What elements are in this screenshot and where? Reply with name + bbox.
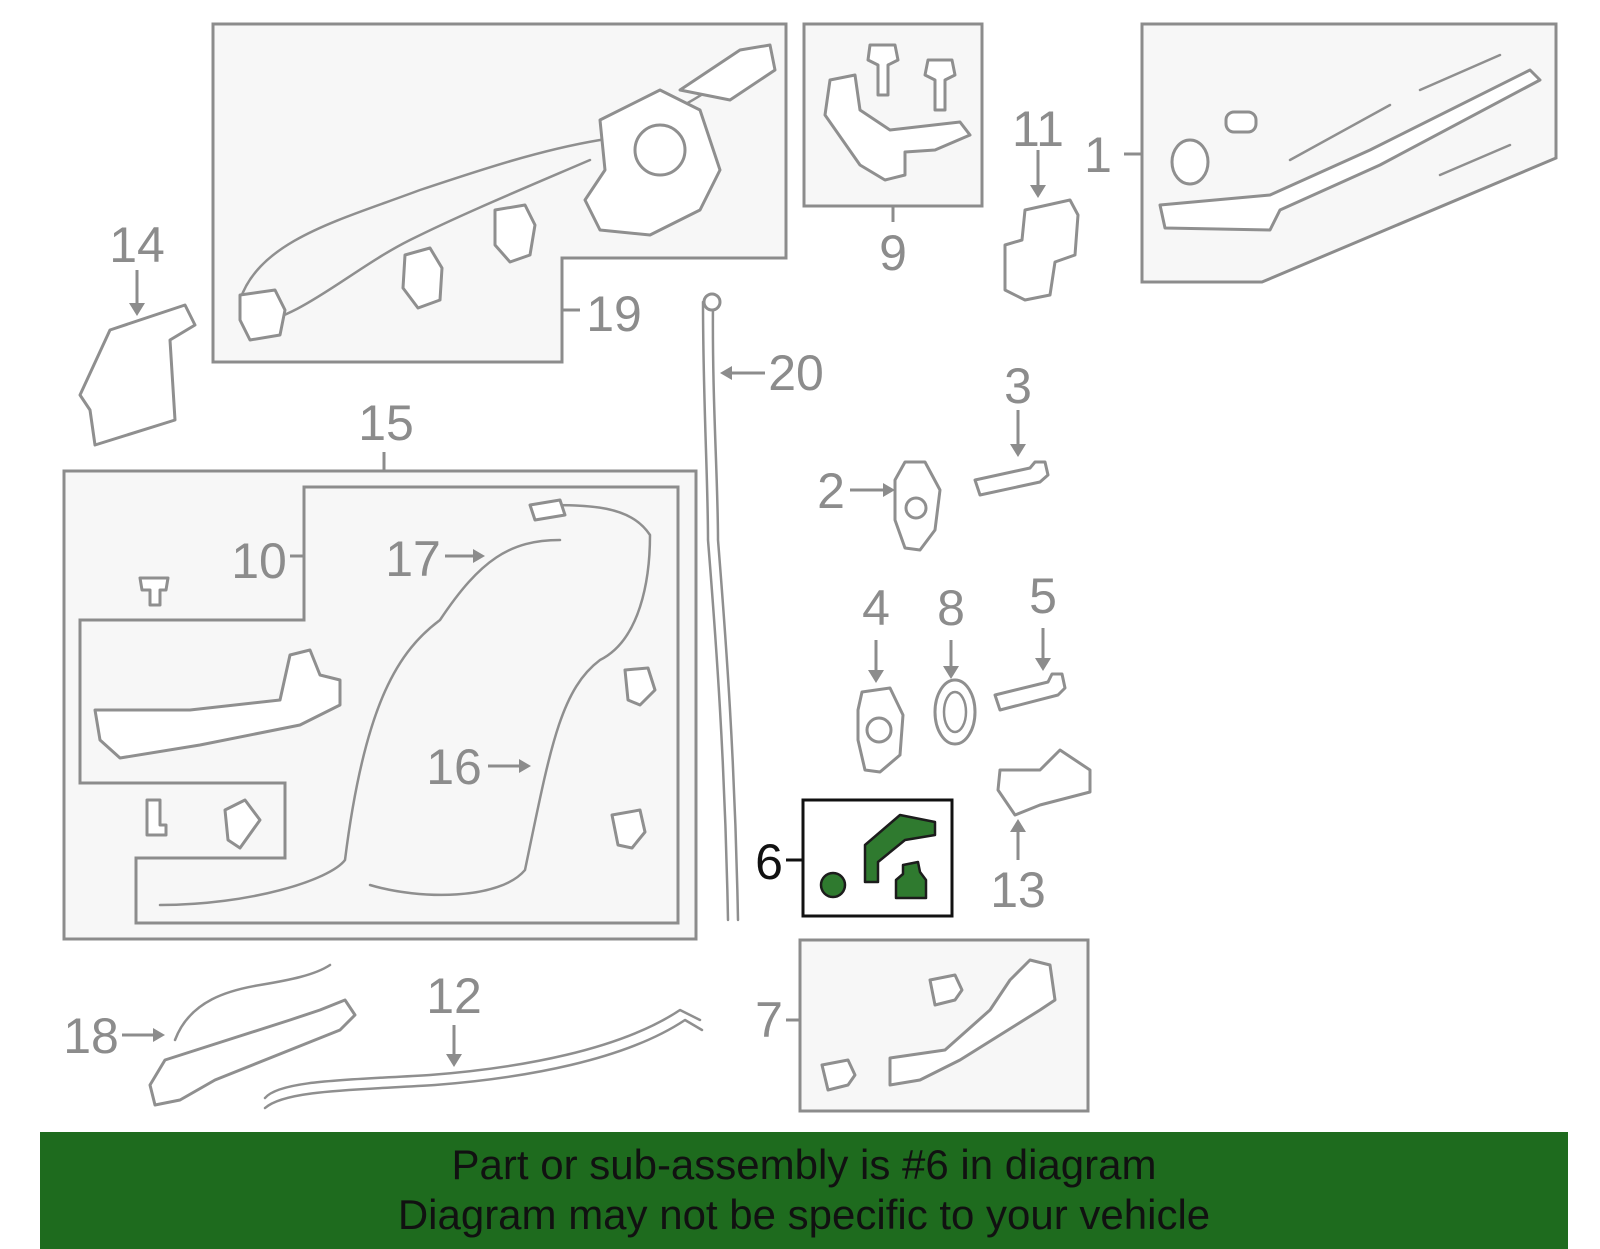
callout-15: 15	[358, 395, 414, 451]
callout-5: 5	[1029, 568, 1057, 624]
group-1	[1124, 22, 1558, 284]
footer-line-1: Part or sub-assembly is #6 in diagram	[451, 1141, 1157, 1188]
bolt-9a	[866, 43, 900, 97]
group-7	[786, 938, 1090, 1113]
arrow-4	[868, 670, 884, 683]
outer-handle	[93, 648, 342, 760]
callout-3: 3	[1004, 358, 1032, 414]
arrow-3	[1010, 444, 1026, 457]
clip-a	[493, 203, 537, 264]
callout-6: 6	[755, 834, 783, 890]
callout-10: 10	[231, 533, 287, 589]
handle-frame-18	[148, 998, 357, 1107]
group-9	[802, 22, 984, 222]
arrow-14	[129, 303, 145, 316]
cable-end	[238, 288, 287, 342]
callout-12: 12	[426, 968, 482, 1024]
bolt-5	[993, 672, 1067, 712]
bracket-13	[996, 748, 1092, 817]
group-2-3	[850, 410, 1050, 552]
lock-rod-20	[711, 300, 740, 922]
group-13	[996, 748, 1092, 860]
part-6-bracket	[863, 813, 937, 884]
arrow-18	[153, 1028, 165, 1042]
washer-8	[933, 678, 977, 746]
washer-8-inner	[942, 690, 968, 734]
lock-rod-20-b	[701, 300, 730, 922]
bolt-3	[973, 460, 1050, 497]
group-11	[1003, 150, 1080, 302]
part-6-bumper	[894, 860, 928, 900]
bolt-7b	[820, 1058, 857, 1092]
arrow-11	[1030, 185, 1046, 198]
harness-18	[173, 963, 332, 1042]
callout-1: 1	[1084, 127, 1112, 183]
handle-bracket-14	[78, 303, 197, 447]
hinge-part-11	[1003, 198, 1080, 302]
arrow-16	[519, 759, 531, 773]
clip-10b	[223, 798, 262, 850]
bolt-7a	[928, 973, 964, 1007]
footer-banner: Part or sub-assembly is #6 in diagram Di…	[40, 1132, 1568, 1249]
lock-cable-2	[246, 158, 592, 327]
plug	[1224, 110, 1258, 134]
callout-11: 11	[1012, 101, 1064, 157]
rod-12	[263, 1008, 702, 1100]
arrow-13	[1010, 819, 1026, 832]
bolt-9b	[923, 58, 957, 112]
hinge-7	[888, 958, 1057, 1087]
callout-9: 9	[879, 225, 907, 281]
clip-16b	[610, 808, 647, 850]
push-clip	[138, 576, 170, 607]
plate-4-hole	[865, 716, 893, 744]
cable-17	[368, 503, 652, 897]
arrow-2	[883, 483, 895, 497]
arrow-17	[473, 549, 485, 563]
callout-16: 16	[426, 739, 482, 795]
grommet	[1170, 138, 1210, 186]
rod-20-end	[702, 292, 722, 312]
callout-4: 4	[862, 580, 890, 636]
clip-10a	[145, 798, 168, 837]
group-20	[701, 292, 765, 922]
clip-16a	[623, 666, 657, 707]
group-4-8-5	[856, 628, 1067, 774]
plate-2-hole	[904, 496, 928, 520]
part-6-bolt	[819, 871, 847, 899]
weatherstrip	[1158, 68, 1542, 232]
lock-rod-bracket	[678, 43, 777, 102]
callout-8: 8	[937, 580, 965, 636]
group-18	[122, 963, 357, 1107]
callout-19: 19	[586, 286, 642, 342]
callout-13: 13	[990, 862, 1046, 918]
callout-20: 20	[768, 345, 824, 401]
actuator-gear	[633, 123, 687, 177]
group-14	[78, 270, 197, 447]
arrow-8	[943, 666, 959, 679]
hinge-bracket	[823, 73, 972, 182]
callout-2: 2	[817, 463, 845, 519]
rod-12-b	[263, 1018, 704, 1110]
clip-b	[401, 246, 444, 310]
callout-7: 7	[755, 992, 783, 1048]
group-19	[211, 22, 788, 364]
arrow-12	[446, 1054, 462, 1067]
cable-17-end	[528, 498, 567, 522]
callout-14: 14	[109, 217, 165, 273]
strip-a	[1288, 103, 1392, 162]
arrow-20	[720, 366, 732, 380]
cable-16	[158, 538, 562, 907]
callout-18: 18	[63, 1008, 119, 1064]
callout-17: 17	[385, 531, 441, 587]
group-15	[62, 452, 698, 941]
strip-b	[1418, 53, 1502, 92]
group-6	[786, 798, 954, 918]
arrow-5	[1035, 658, 1051, 671]
strip-c	[1438, 143, 1512, 177]
footer-line-2: Diagram may not be specific to your vehi…	[397, 1191, 1211, 1238]
group-12	[263, 1008, 704, 1110]
